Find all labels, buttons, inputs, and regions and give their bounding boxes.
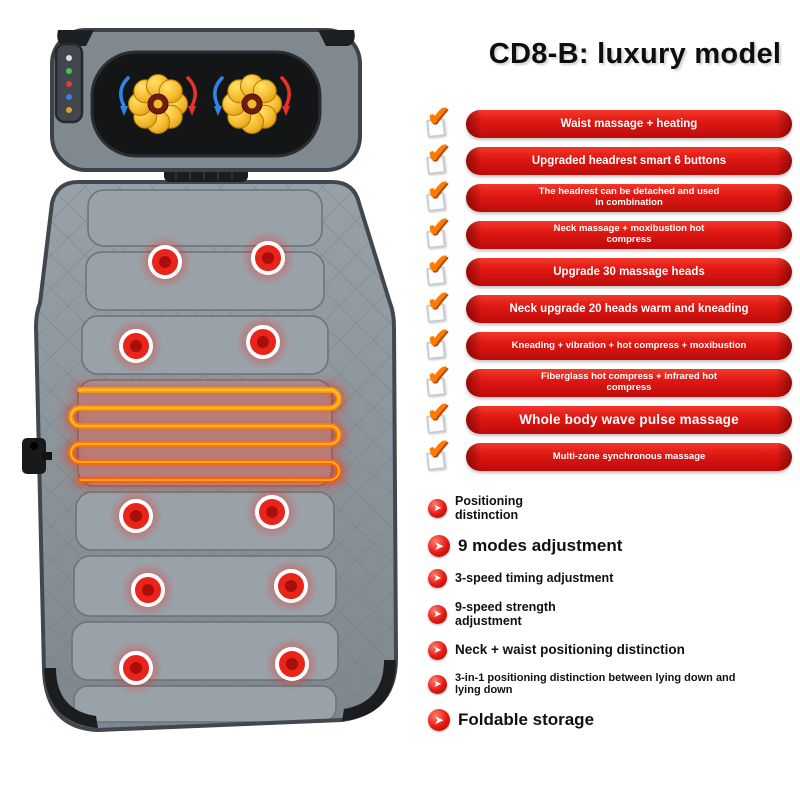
feature-banner-row: ✔ Upgraded headrest smart 6 buttons — [426, 140, 792, 175]
massage-head — [234, 313, 292, 371]
feature-label: Foldable storage — [458, 710, 595, 729]
feature-item: ➤ 3-speed timing adjustment — [428, 568, 790, 588]
banner-label: Fiberglass hot compress + infrared hot c… — [540, 371, 718, 393]
massage-head — [262, 557, 320, 615]
banner-label: The headrest can be detached and used in… — [538, 186, 720, 208]
massage-head — [136, 233, 194, 291]
arrow-circle-icon: ➤ — [428, 640, 447, 660]
banner-ribbon: Neck massage + moxibustion hot compress — [466, 221, 792, 249]
check-icon: ✔ — [426, 177, 456, 212]
banner-ribbon: Kneading + vibration + hot compress + mo… — [466, 332, 792, 360]
check-icon: ✔ — [426, 103, 456, 138]
massage-head — [107, 487, 165, 545]
banner-ribbon: Upgrade 30 massage heads — [466, 258, 792, 286]
feature-label: Positioning distinction — [455, 494, 524, 523]
banner-label: Neck massage + moxibustion hot compress — [553, 223, 705, 245]
feature-banner-row: ✔ Fiberglass hot compress + infrared hot… — [426, 362, 792, 397]
banner-ribbon: Upgraded headrest smart 6 buttons — [466, 147, 792, 175]
product-image — [22, 28, 399, 733]
arrow-circle-icon: ➤ — [428, 674, 447, 694]
feature-label: 3-speed timing adjustment — [455, 571, 614, 586]
feature-item: ➤ Positioning distinction — [428, 494, 790, 523]
massage-head — [107, 317, 165, 375]
banner-ribbon: Whole body wave pulse massage — [466, 406, 792, 434]
check-mark: ✔ — [427, 101, 450, 131]
feature-label: Neck + waist positioning distinction — [455, 642, 685, 658]
banner-label: Multi-zone synchronous massage — [552, 450, 706, 462]
feature-banner-row: ✔ The headrest can be detached and used … — [426, 177, 792, 212]
headrest — [50, 28, 362, 172]
feature-banner-row: ✔ Multi-zone synchronous massage — [426, 436, 792, 471]
check-mark: ✔ — [427, 434, 450, 464]
check-mark: ✔ — [427, 286, 450, 316]
banner-label: Neck upgrade 20 heads warm and kneading — [509, 302, 749, 315]
massage-head — [119, 561, 177, 619]
banner-label: Upgraded headrest smart 6 buttons — [531, 154, 727, 167]
arrow-circle-icon: ➤ — [428, 534, 450, 557]
feature-banner-row: ✔ Kneading + vibration + hot compress + … — [426, 325, 792, 360]
massage-head — [239, 229, 297, 287]
banner-list: ✔ Waist massage + heating ✔ Upgraded hea… — [426, 103, 792, 480]
check-mark: ✔ — [427, 397, 450, 427]
check-icon: ✔ — [426, 214, 456, 249]
side-connector — [22, 438, 52, 474]
heating-coil — [64, 383, 346, 487]
banner-label: Whole body wave pulse massage — [519, 412, 739, 428]
check-icon: ✔ — [426, 325, 456, 360]
feature-banner-row: ✔ Neck upgrade 20 heads warm and kneadin… — [426, 288, 792, 323]
check-icon: ✔ — [426, 399, 456, 434]
massage-head — [263, 635, 321, 693]
check-icon: ✔ — [426, 140, 456, 175]
arrow-circle-icon: ➤ — [428, 604, 447, 624]
check-mark: ✔ — [427, 360, 450, 390]
check-mark: ✔ — [427, 175, 450, 205]
banner-ribbon: Multi-zone synchronous massage — [466, 443, 792, 471]
banner-ribbon: Waist massage + heating — [466, 110, 792, 138]
check-mark: ✔ — [427, 138, 450, 168]
massage-head — [243, 483, 301, 541]
feature-label: 3-in-1 positioning distinction between l… — [455, 671, 736, 697]
banner-ribbon: Neck upgrade 20 heads warm and kneading — [466, 295, 792, 323]
arrow-circle-icon: ➤ — [428, 498, 447, 518]
banner-label: Waist massage + heating — [560, 117, 698, 130]
feature-banner-row: ✔ Whole body wave pulse massage — [426, 399, 792, 434]
banner-label: Kneading + vibration + hot compress + mo… — [511, 339, 747, 351]
feature-item: ➤ Foldable storage — [428, 708, 790, 731]
feature-item: ➤ 9 modes adjustment — [428, 534, 790, 557]
check-mark: ✔ — [427, 323, 450, 353]
feature-label: 9-speed strength adjustment — [455, 599, 556, 629]
banner-ribbon: Fiberglass hot compress + infrared hot c… — [466, 369, 792, 397]
feature-banner-row: ✔ Neck massage + moxibustion hot compres… — [426, 214, 792, 249]
check-icon: ✔ — [426, 436, 456, 471]
feature-item: ➤ Neck + waist positioning distinction — [428, 640, 790, 660]
check-icon: ✔ — [426, 288, 456, 323]
arrow-circle-icon: ➤ — [428, 708, 450, 731]
banner-label: Upgrade 30 massage heads — [553, 265, 705, 278]
feature-item: ➤ 3-in-1 positioning distinction between… — [428, 672, 790, 697]
feature-item: ➤ 9-speed strength adjustment — [428, 600, 790, 629]
check-icon: ✔ — [426, 362, 456, 397]
page-title: CD8-B: luxury model — [488, 38, 782, 70]
feature-banner-row: ✔ Upgrade 30 massage heads — [426, 251, 792, 286]
remote-control — [54, 42, 84, 124]
massage-head — [107, 639, 165, 697]
feature-banner-row: ✔ Waist massage + heating — [426, 103, 792, 138]
banner-ribbon: The headrest can be detached and used in… — [466, 184, 792, 212]
check-mark: ✔ — [427, 212, 450, 242]
check-icon: ✔ — [426, 251, 456, 286]
check-mark: ✔ — [427, 249, 450, 279]
feature-list: ➤ Positioning distinction ➤ 9 modes adju… — [428, 494, 790, 743]
arrow-circle-icon: ➤ — [428, 568, 447, 588]
feature-label: 9 modes adjustment — [458, 535, 623, 555]
